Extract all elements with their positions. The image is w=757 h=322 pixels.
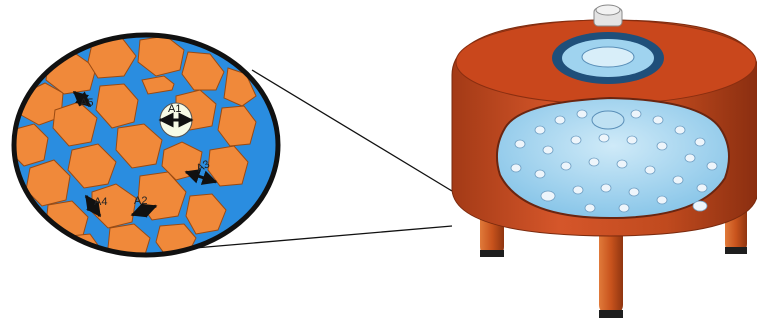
nozzle [627, 136, 637, 144]
nozzle [617, 160, 627, 168]
nozzle [645, 166, 655, 174]
nozzle [707, 162, 717, 170]
zoom-line-top [252, 70, 452, 191]
tank-leg-left-foot [480, 250, 504, 257]
nozzle [657, 142, 667, 150]
nozzle [657, 196, 667, 204]
center-hub [592, 111, 624, 129]
nozzle [535, 126, 545, 134]
inlet-diffuser [582, 47, 634, 67]
a5-label: A5 [80, 97, 93, 109]
nozzle [577, 110, 587, 118]
nozzle [697, 184, 707, 192]
a4-label: A4 [94, 196, 107, 208]
nozzle [693, 201, 707, 211]
nozzle [515, 140, 525, 148]
tank-leg-front-foot [599, 310, 623, 318]
nozzle [585, 204, 595, 212]
a2-label: A2 [134, 195, 147, 207]
nozzle [561, 162, 571, 170]
magnified-lens: A1 A2 A3 A4 A5 [10, 35, 278, 262]
nozzle [571, 136, 581, 144]
nozzle [599, 134, 609, 142]
nozzle [653, 116, 663, 124]
nozzle [673, 176, 683, 184]
nozzle [619, 204, 629, 212]
tank-leg-right-foot [725, 247, 747, 254]
nozzle [685, 154, 695, 162]
nozzle [631, 110, 641, 118]
nozzle [589, 158, 599, 166]
nozzle [601, 184, 611, 192]
nozzle [573, 186, 583, 194]
a1-label: A1 [168, 103, 181, 115]
a1-marker: A1 [160, 103, 192, 137]
nozzle [555, 116, 565, 124]
top-cap-head [596, 5, 620, 15]
nozzle [543, 146, 553, 154]
nozzle [695, 138, 705, 146]
nozzle [629, 188, 639, 196]
nozzle [535, 170, 545, 178]
nozzle [541, 191, 555, 201]
nozzle [675, 126, 685, 134]
nozzle [511, 164, 521, 172]
filter-tank [452, 5, 757, 318]
